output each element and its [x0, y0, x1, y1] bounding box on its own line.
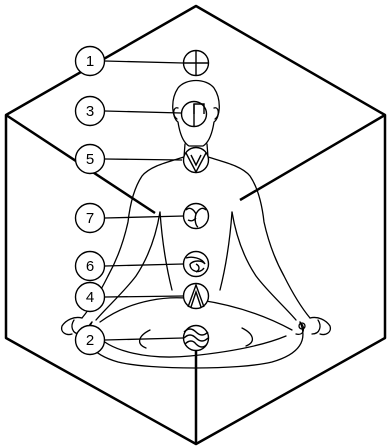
label-3-text: 3 — [86, 103, 94, 120]
figure-waist-left — [160, 212, 172, 290]
label-2: 2 — [76, 326, 105, 355]
label-4: 4 — [76, 283, 105, 312]
figure-torso-right — [208, 157, 310, 318]
figure-ear-right — [214, 108, 218, 119]
circle-crescent-icon — [184, 252, 209, 277]
circle-corner-icon — [182, 102, 207, 127]
label-3: 3 — [76, 97, 105, 126]
leader-line-2 — [105, 338, 183, 340]
label-6: 6 — [76, 252, 105, 281]
leader-line-5 — [105, 159, 182, 160]
circle-cross-icon — [184, 51, 209, 76]
label-1-text: 1 — [86, 53, 94, 70]
circle-waves-icon — [184, 326, 209, 351]
leader-line-3 — [105, 111, 181, 113]
figure-inner-arm-right — [232, 212, 296, 320]
circle-v-icon — [184, 148, 209, 173]
figure-foot-right — [242, 328, 252, 346]
label-2-text: 2 — [86, 332, 94, 349]
circle-a-icon — [184, 284, 209, 309]
label-6-text: 6 — [86, 258, 94, 275]
number-labels: 1 3 5 7 6 4 2 — [76, 47, 105, 355]
chakra-symbols — [182, 51, 209, 351]
cube-edge-right — [240, 115, 385, 200]
leader-line-4 — [105, 296, 184, 297]
figure-waist-right — [220, 212, 232, 290]
label-5: 5 — [76, 145, 105, 174]
circle-swirl-icon — [184, 204, 209, 229]
label-1: 1 — [76, 47, 105, 76]
leader-line-1 — [105, 61, 183, 63]
label-7-text: 7 — [86, 210, 94, 227]
label-4-text: 4 — [86, 289, 94, 306]
label-7: 7 — [76, 204, 105, 233]
label-5-text: 5 — [86, 151, 94, 168]
leader-line-7 — [105, 216, 184, 218]
leader-line-6 — [105, 264, 183, 266]
